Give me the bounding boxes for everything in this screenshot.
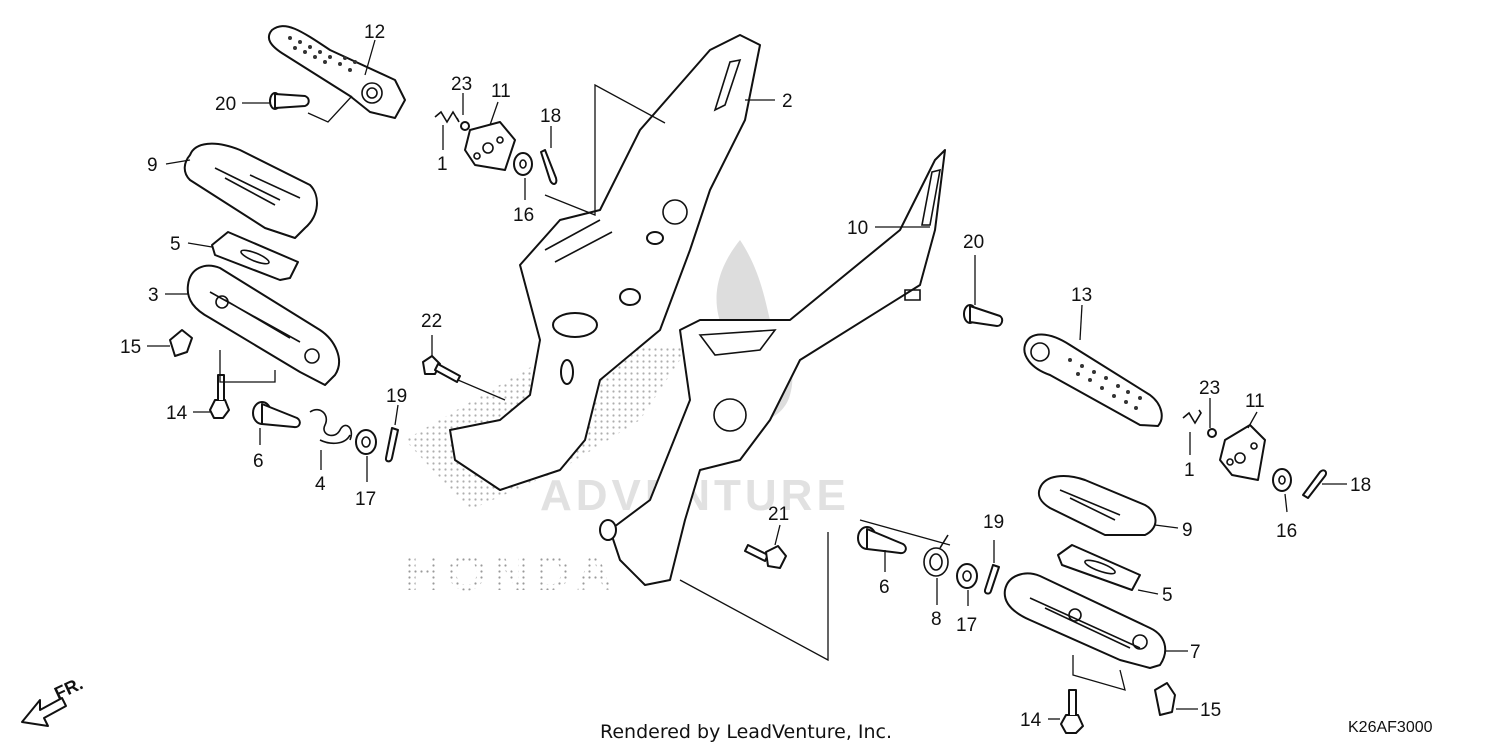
callout-23-left: 23 <box>451 74 472 95</box>
cotter-pin-18-right <box>1302 469 1328 499</box>
callout-1-left: 1 <box>437 154 448 175</box>
callout-5-right: 5 <box>1162 585 1173 606</box>
callout-19-right: 19 <box>983 512 1004 533</box>
callout-17-right: 17 <box>956 615 977 636</box>
bracket-2-left <box>449 34 761 491</box>
pin-20-left <box>269 92 310 110</box>
washer-16-left <box>513 152 533 176</box>
bolt-14-right <box>1060 689 1084 734</box>
callout-19-left: 19 <box>386 386 407 407</box>
spring-1-left <box>434 110 460 124</box>
callout-numbers: 12 20 23 11 18 1 16 2 9 5 3 15 14 6 4 17… <box>120 22 1371 731</box>
callout-11-left: 11 <box>491 81 511 102</box>
callout-14-left: 14 <box>166 403 188 424</box>
footpeg-holder-7 <box>1003 572 1167 669</box>
bolt-21 <box>744 544 787 569</box>
plate-5-left <box>211 231 299 281</box>
cotter-pin-19-left <box>384 427 399 463</box>
callout-15-right: 15 <box>1200 700 1221 721</box>
bracket-10-right <box>599 149 946 586</box>
watermark-text-honda: HONDA <box>405 545 618 601</box>
callout-17-left: 17 <box>355 489 376 510</box>
plate-5-right <box>1057 544 1141 591</box>
credit-text: Rendered by LeadVenture, Inc. <box>600 721 892 743</box>
callout-23-right: 23 <box>1199 378 1220 399</box>
callout-22: 22 <box>421 311 442 332</box>
footpeg-13 <box>1023 333 1163 427</box>
callout-11-right: 11 <box>1245 391 1265 412</box>
callout-21: 21 <box>768 504 789 525</box>
callout-1-right: 1 <box>1184 460 1195 481</box>
callout-12: 12 <box>364 22 385 43</box>
washer-16-right <box>1272 468 1292 492</box>
callout-8: 8 <box>931 609 942 630</box>
ball-23-left <box>460 121 470 131</box>
washer-17-left <box>355 429 377 455</box>
callout-2: 2 <box>782 91 793 112</box>
plate-11-left <box>464 121 516 171</box>
front-direction-label: FR. <box>51 673 86 703</box>
callout-5-left: 5 <box>170 234 181 255</box>
callout-4: 4 <box>315 474 326 495</box>
callout-10: 10 <box>847 218 868 239</box>
footpeg-rubber-9-left <box>183 142 318 239</box>
front-arrow-icon <box>21 697 67 727</box>
bolt-15-right <box>1154 682 1176 716</box>
callout-6-left: 6 <box>253 451 264 472</box>
ball-23-right <box>1207 428 1217 438</box>
footpeg-holder-3 <box>186 264 340 386</box>
callout-15-left: 15 <box>120 337 141 358</box>
cotter-pin-18-left <box>540 149 558 185</box>
pin-6-left <box>252 401 301 429</box>
callout-7: 7 <box>1190 642 1201 663</box>
callout-20-left: 20 <box>215 94 236 115</box>
diagram-code: K26AF3000 <box>1348 719 1433 736</box>
callout-16-right: 16 <box>1276 521 1297 542</box>
callout-18-left: 18 <box>540 106 561 127</box>
plate-11-right <box>1219 424 1266 481</box>
pin-20-right <box>963 304 1004 327</box>
callout-6-right: 6 <box>879 577 890 598</box>
callout-13: 13 <box>1071 285 1092 306</box>
callout-9-left: 9 <box>147 155 158 176</box>
callout-20-right: 20 <box>963 232 984 253</box>
bolt-15-left <box>169 329 193 357</box>
footpeg-rubber-9-right <box>1037 475 1157 536</box>
callout-16-left: 16 <box>513 205 534 226</box>
washer-17-right <box>956 563 978 589</box>
footpeg-12 <box>267 25 406 119</box>
cotter-pin-19-right <box>983 564 1000 595</box>
spring-4 <box>309 408 353 445</box>
callout-14-right: 14 <box>1020 710 1042 731</box>
front-direction-indicator: FR. <box>21 673 86 727</box>
bolt-22 <box>422 355 461 383</box>
leader-lines <box>147 39 1347 720</box>
spring-8 <box>923 534 949 577</box>
callout-9-right: 9 <box>1182 520 1193 541</box>
callout-3: 3 <box>148 285 159 306</box>
callout-18-right: 18 <box>1350 475 1371 496</box>
spring-1-right <box>1182 409 1202 425</box>
pin-6-right <box>857 526 907 555</box>
